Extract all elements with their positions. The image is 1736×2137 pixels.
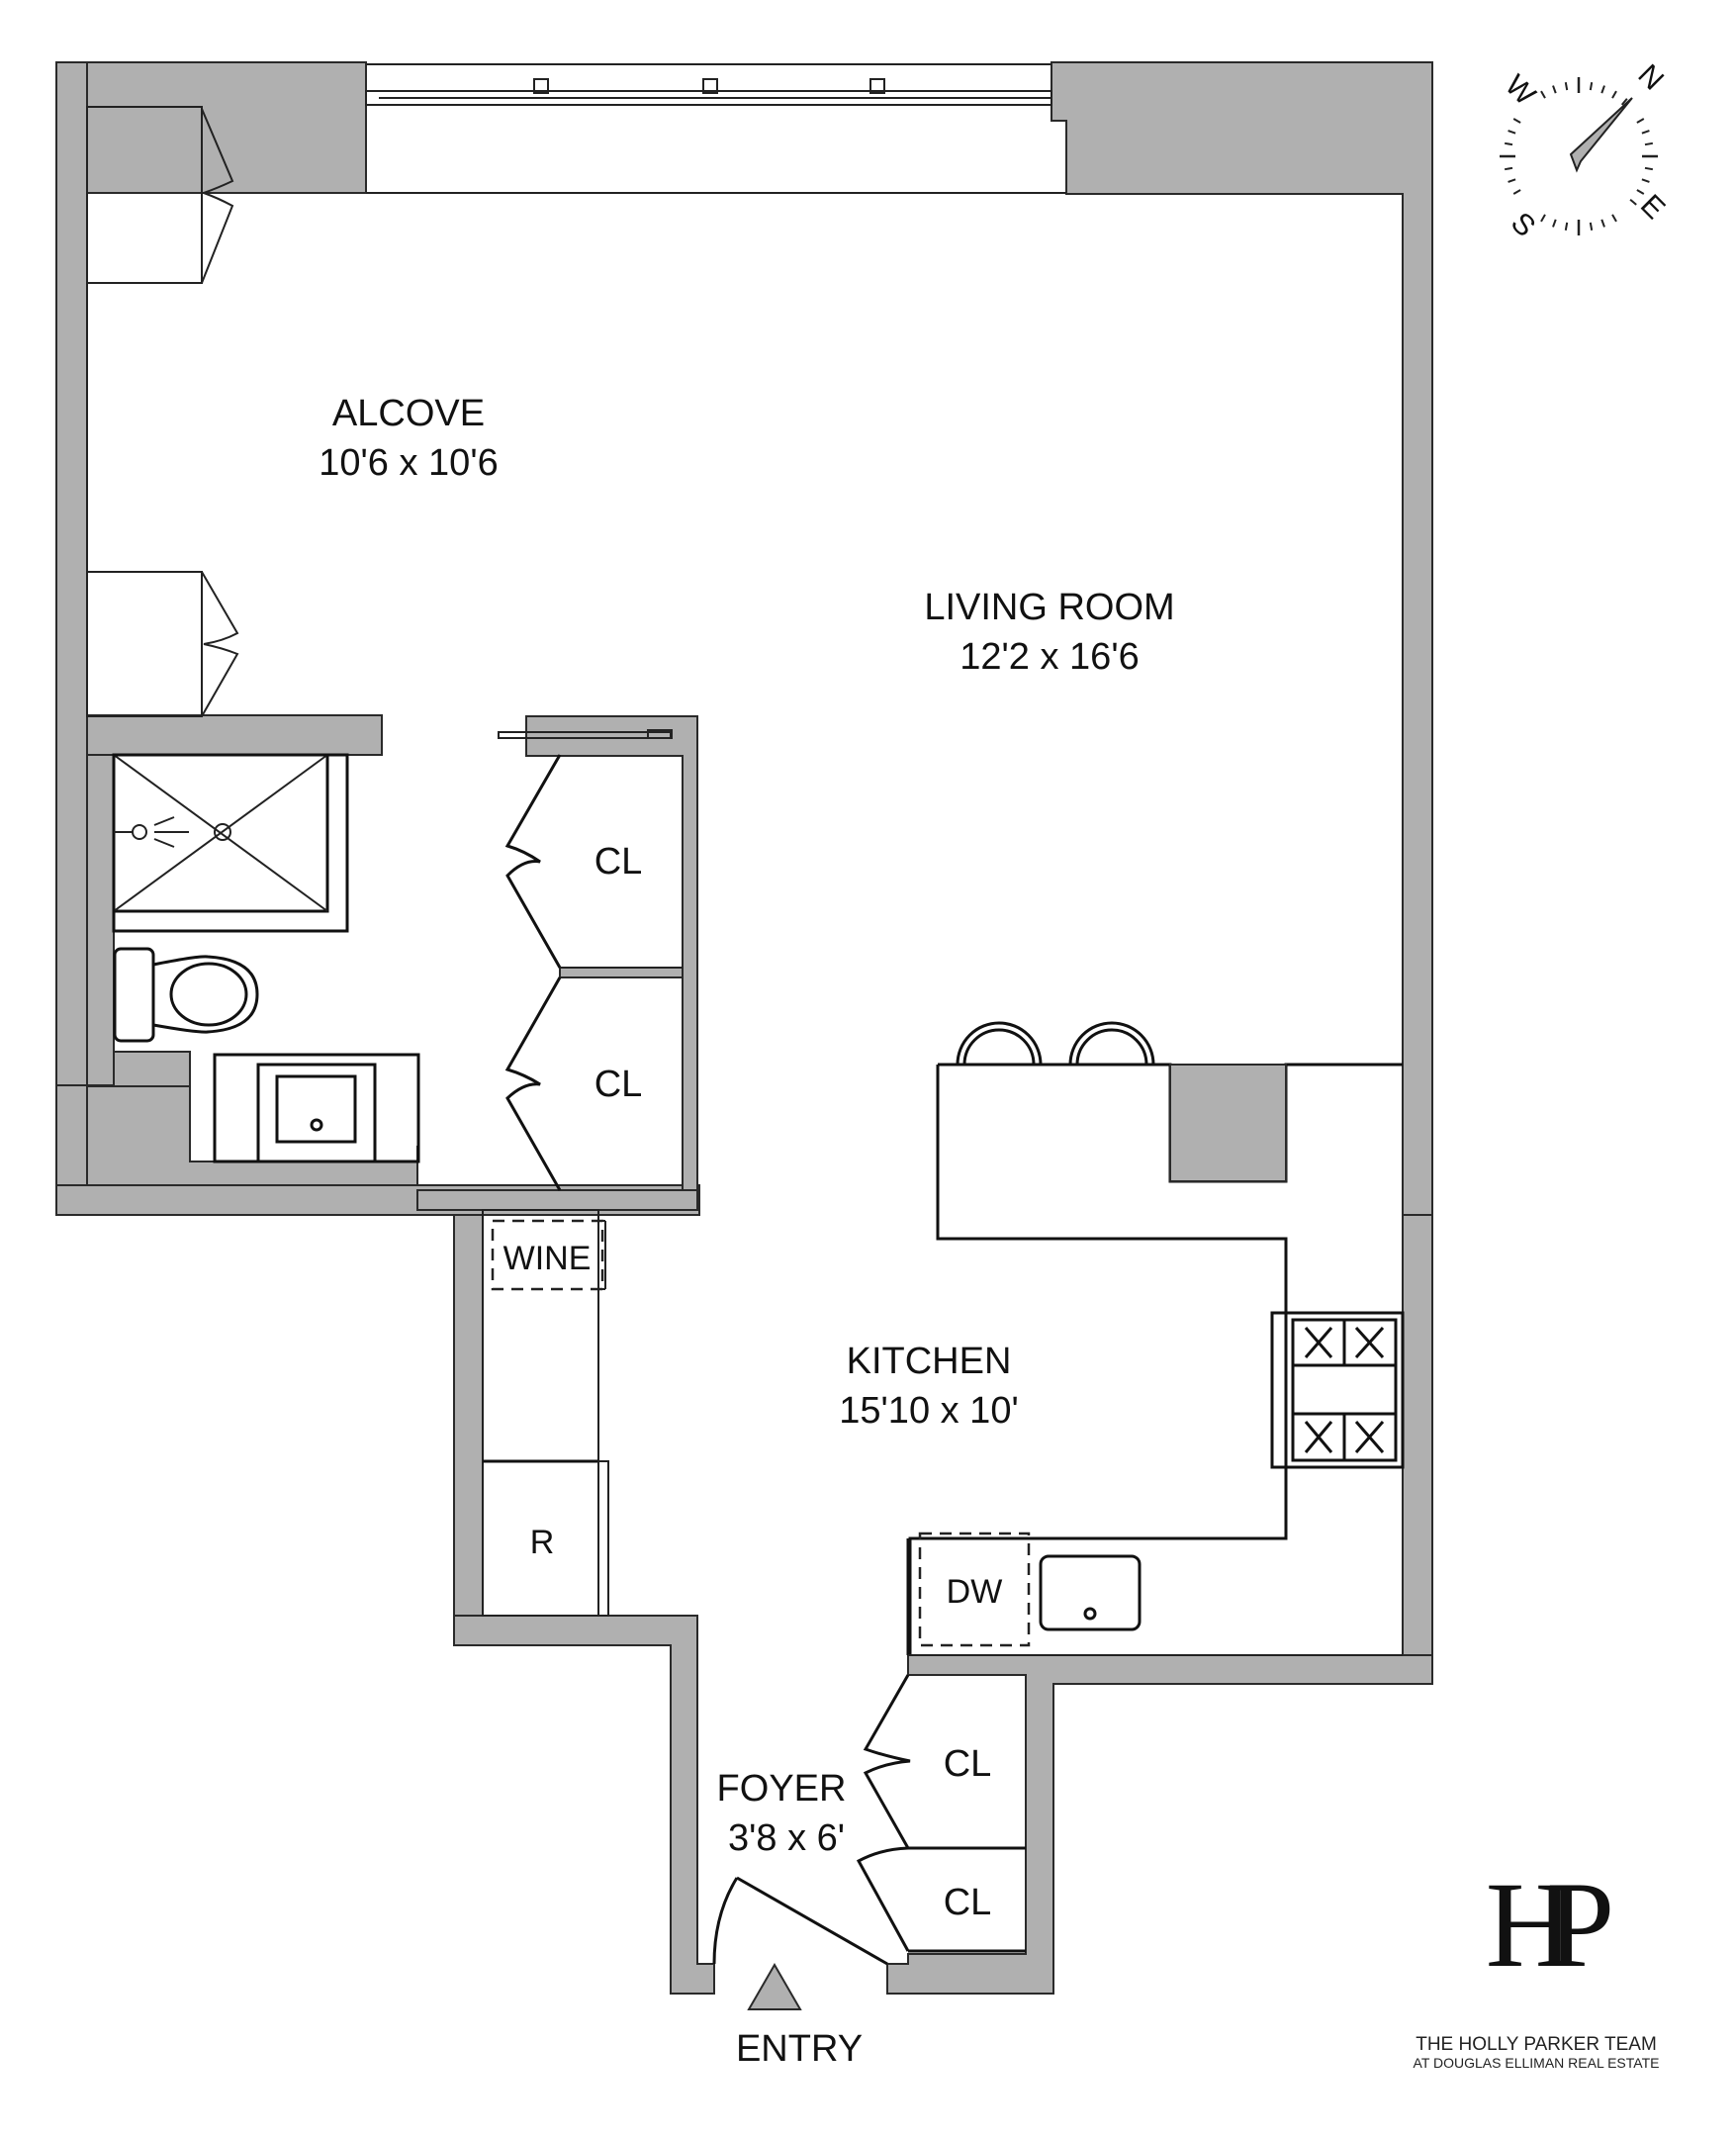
- column: [1169, 1064, 1287, 1182]
- dishwasher-label: DW: [947, 1573, 1003, 1611]
- room-name-kitchen: KITCHEN: [847, 1341, 1012, 1382]
- entry-label: ENTRY: [736, 2028, 863, 2070]
- wall-left: [55, 61, 88, 1216]
- closet-bath-lower: [504, 976, 562, 1191]
- bar-stools: [956, 1021, 1155, 1066]
- wall-bath-top: [86, 714, 383, 756]
- entry-arrow-icon: [747, 1963, 802, 2010]
- sink-counter: [906, 1532, 1403, 1656]
- wall-top-left: [55, 61, 367, 194]
- shower: [112, 753, 349, 933]
- closet-bath-upper: [504, 754, 683, 969]
- walls: [55, 61, 1433, 1995]
- wall-top-right: [1051, 61, 1433, 1216]
- wine-label: WINE: [503, 1240, 592, 1277]
- closet-foyer-lower: [856, 1846, 1026, 1953]
- svg-text:N: N: [1631, 58, 1670, 97]
- room-name-living: LIVING ROOM: [924, 587, 1174, 628]
- window: [365, 63, 1066, 194]
- closet-label: CL: [594, 841, 643, 883]
- sliding-door-track: [498, 729, 673, 739]
- compass-icon: N W S E: [1499, 58, 1671, 243]
- closet-label: CL: [944, 1882, 992, 1923]
- refrigerator-label: R: [530, 1524, 555, 1561]
- wall-kitchen-left: [453, 1214, 698, 1995]
- kitchen-tall-cabinets: [482, 1209, 609, 1617]
- room-dim-alcove: 10'6 x 10'6: [319, 442, 498, 484]
- entry-door[interactable]: [712, 1876, 888, 1966]
- brand-brokerage: AT DOUGLAS ELLIMAN REAL ESTATE: [1414, 2055, 1660, 2071]
- brand-monogram: HP: [1486, 1857, 1610, 1993]
- compass-needle-icon: [1569, 97, 1633, 173]
- room-dim-living: 12'2 x 16'6: [959, 636, 1139, 678]
- brand-team: THE HOLLY PARKER TEAM: [1416, 2034, 1657, 2055]
- wall-closet-divider: [559, 967, 684, 978]
- alcove-wardrobe-upper: [86, 106, 234, 284]
- kitchen-island: [908, 1063, 1403, 1655]
- alcove-wardrobe-lower: [86, 571, 239, 717]
- wall-bath-floor: [56, 1085, 418, 1186]
- wall-foyer-left: [453, 1615, 715, 1995]
- wall-kitchen-bottom: [886, 1654, 1433, 1995]
- closet-label: CL: [944, 1743, 992, 1785]
- room-dim-kitchen: 15'10 x 10': [839, 1390, 1018, 1432]
- vanity-sink: [213, 1053, 420, 1163]
- room-name-foyer: FOYER: [717, 1768, 847, 1810]
- svg-text:E: E: [1634, 189, 1671, 226]
- cooktop: [1270, 1311, 1405, 1469]
- wall-closet-bottom: [416, 1189, 698, 1211]
- brand-logo: HP THE HOLLY PARKER TEAM AT DOUGLAS ELLI…: [1414, 1857, 1660, 2071]
- wall-bath-left: [86, 754, 115, 1087]
- closet-label: CL: [594, 1064, 643, 1105]
- svg-text:W: W: [1499, 69, 1542, 113]
- room-dim-foyer: 3'8 x 6': [728, 1817, 845, 1859]
- toilet: [113, 947, 259, 1043]
- closet-foyer-upper: [863, 1674, 1026, 1850]
- wall-closet-right: [525, 715, 698, 1211]
- svg-text:S: S: [1505, 207, 1541, 243]
- room-name-alcove: ALCOVE: [332, 393, 485, 434]
